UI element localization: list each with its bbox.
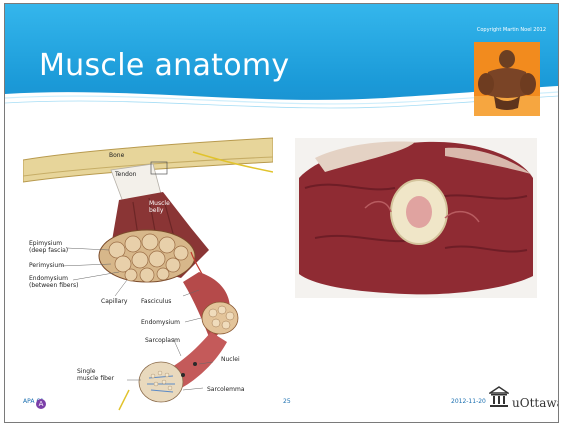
slide-title: Muscle anatomy [39,48,289,83]
label-sarcoplasm: Sarcoplasm [145,337,180,344]
label-epimysium: Epimysium (deep fascia) [29,240,68,254]
muscle-anatomy-diagram [23,132,273,412]
muscle-cross-section-photo [295,138,537,298]
label-muscle-belly: Muscle belly [149,200,170,214]
label-tendon: Tendon [115,171,136,178]
university-logo-text: uOttawa [512,396,559,410]
label-sarcolemma: Sarcolemma [207,386,245,393]
copyright-note: Copyright Martin Noel 2012 [477,27,546,33]
slide: Muscle anatomy Copyright Martin Noel 201… [4,3,559,423]
annotation-badge[interactable]: A [36,399,46,409]
university-building-icon [489,386,509,408]
label-fasciculus: Fasciculus [141,298,171,305]
label-nuclei: Nuclei [221,356,240,363]
label-endomysium: Endomysium [141,319,180,326]
label-capillary: Capillary [101,298,127,305]
title-banner: Muscle anatomy Copyright Martin Noel 201… [5,4,558,116]
footer-page-number: 25 [283,398,291,405]
label-bone: Bone [109,152,124,159]
bodybuilder-thumbnail [474,42,540,116]
label-perimysium: Perimysium [29,262,64,269]
label-endomysium-between: Endomysium (between fibers) [29,275,78,289]
footer-date: 2012-11-20 [451,398,486,405]
label-single-muscle-fiber: Single muscle fiber [77,368,114,382]
